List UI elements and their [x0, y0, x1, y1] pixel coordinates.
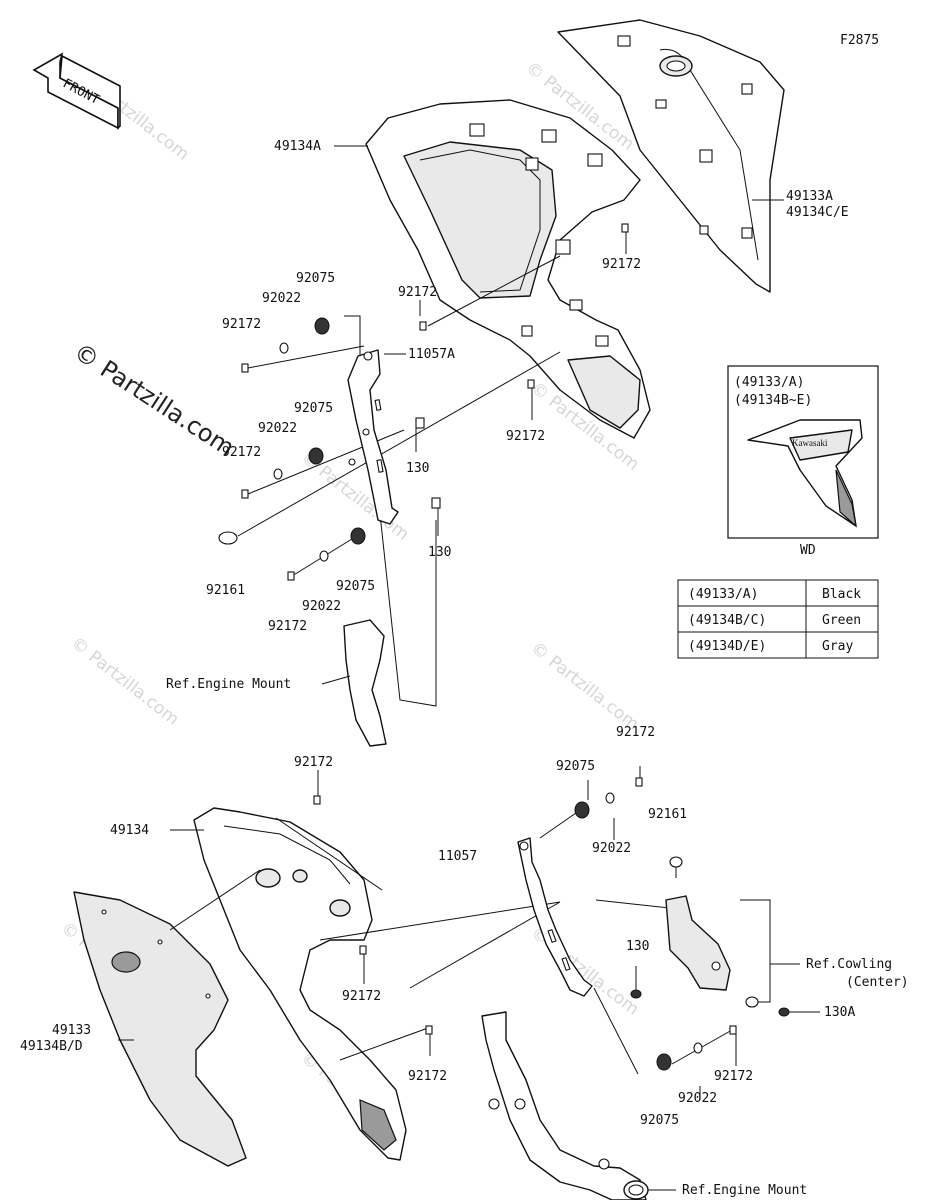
- callout-130A: 130A: [824, 1005, 855, 1020]
- callout-92075: 92075: [640, 1113, 679, 1128]
- decal-inset: (49133/A) (49134B~E) Kawasaki WD: [727, 365, 879, 558]
- lower-labels: 92172 49134 49133 49134B/D 92172 92172 9…: [20, 725, 909, 1198]
- callout-92172: 92172: [222, 445, 261, 460]
- table-row-color: Black: [822, 587, 861, 602]
- callout-92022: 92022: [678, 1091, 717, 1106]
- hardware-lower: [313, 777, 790, 1071]
- upper-labels: 49134A 49133A 49134C/E 92172 92172 92172…: [166, 139, 849, 692]
- engine-mount-lower: [481, 1011, 649, 1200]
- table-row-color: Green: [822, 613, 861, 628]
- table-row-code: (49134D/E): [688, 639, 766, 654]
- callout-92172: 92172: [506, 429, 545, 444]
- callout-92075: 92075: [336, 579, 375, 594]
- watermark: © Partzilla.com: [527, 638, 643, 735]
- callout-92172: 92172: [398, 285, 437, 300]
- callout-49134A: 49134A: [274, 139, 321, 154]
- callout-92172: 92172: [222, 317, 261, 332]
- lower-inner-cowl: [193, 807, 407, 1161]
- callout-49134: 49134: [110, 823, 149, 838]
- callout-130: 130: [626, 939, 649, 954]
- upper-left-cowl: [365, 99, 651, 439]
- cowling-center-piece: [665, 895, 731, 991]
- hardware-upper: [218, 223, 629, 581]
- callout-92172: 92172: [602, 257, 641, 272]
- front-arrow-icon: FRONT: [32, 52, 121, 130]
- callout-92022: 92022: [258, 421, 297, 436]
- callout-92075: 92075: [296, 271, 335, 286]
- bracket-11057A: [347, 349, 399, 525]
- color-table: (49133/A) Black (49134B/C) Green (49134D…: [677, 579, 879, 659]
- inset-line2: (49134B~E): [734, 393, 812, 408]
- callout-92075: 92075: [556, 759, 595, 774]
- inset-caption: WD: [800, 543, 816, 558]
- inset-line1: (49133/A): [734, 375, 804, 390]
- callout-130: 130: [428, 545, 451, 560]
- lower-outer-cowl: [73, 891, 247, 1167]
- partzilla-watermark: © Partzilla.com: [69, 338, 240, 462]
- callout-49133: 49133: [52, 1023, 91, 1038]
- upper-leader-lines: [237, 145, 784, 707]
- bracket-11057: [517, 837, 593, 997]
- callout-ref-cowling-center: (Center): [846, 975, 909, 990]
- callout-49133A: 49133A: [786, 189, 833, 204]
- callout-92022: 92022: [592, 841, 631, 856]
- lower-leader-lines: [118, 766, 820, 1191]
- callout-11057A: 11057A: [408, 347, 455, 362]
- engine-mount-upper: [321, 619, 387, 747]
- callout-ref-cowling: Ref.Cowling: [806, 957, 892, 972]
- callout-ref-engine-mount: Ref.Engine Mount: [166, 677, 291, 692]
- callout-130: 130: [406, 461, 429, 476]
- table-row-code: (49134B/C): [688, 613, 766, 628]
- table-row-color: Gray: [822, 639, 853, 654]
- upper-right-cowl: [557, 19, 785, 293]
- table-row-code: (49133/A): [688, 587, 758, 602]
- callout-92172: 92172: [408, 1069, 447, 1084]
- callout-92161: 92161: [206, 583, 245, 598]
- callout-92172: 92172: [294, 755, 333, 770]
- callout-92161: 92161: [648, 807, 687, 822]
- diagram-code: F2875: [840, 33, 879, 48]
- callout-92172: 92172: [616, 725, 655, 740]
- callout-49134CE: 49134C/E: [786, 205, 849, 220]
- callout-92075: 92075: [294, 401, 333, 416]
- callout-92172: 92172: [342, 989, 381, 1004]
- callout-92022: 92022: [302, 599, 341, 614]
- callout-ref-engine-mount: Ref.Engine Mount: [682, 1183, 807, 1198]
- callout-92172: 92172: [714, 1069, 753, 1084]
- callout-92172: 92172: [268, 619, 307, 634]
- callout-11057: 11057: [438, 849, 477, 864]
- decal-text: Kawasaki: [792, 438, 828, 448]
- callout-92022: 92022: [262, 291, 301, 306]
- callout-49134BD: 49134B/D: [20, 1039, 83, 1054]
